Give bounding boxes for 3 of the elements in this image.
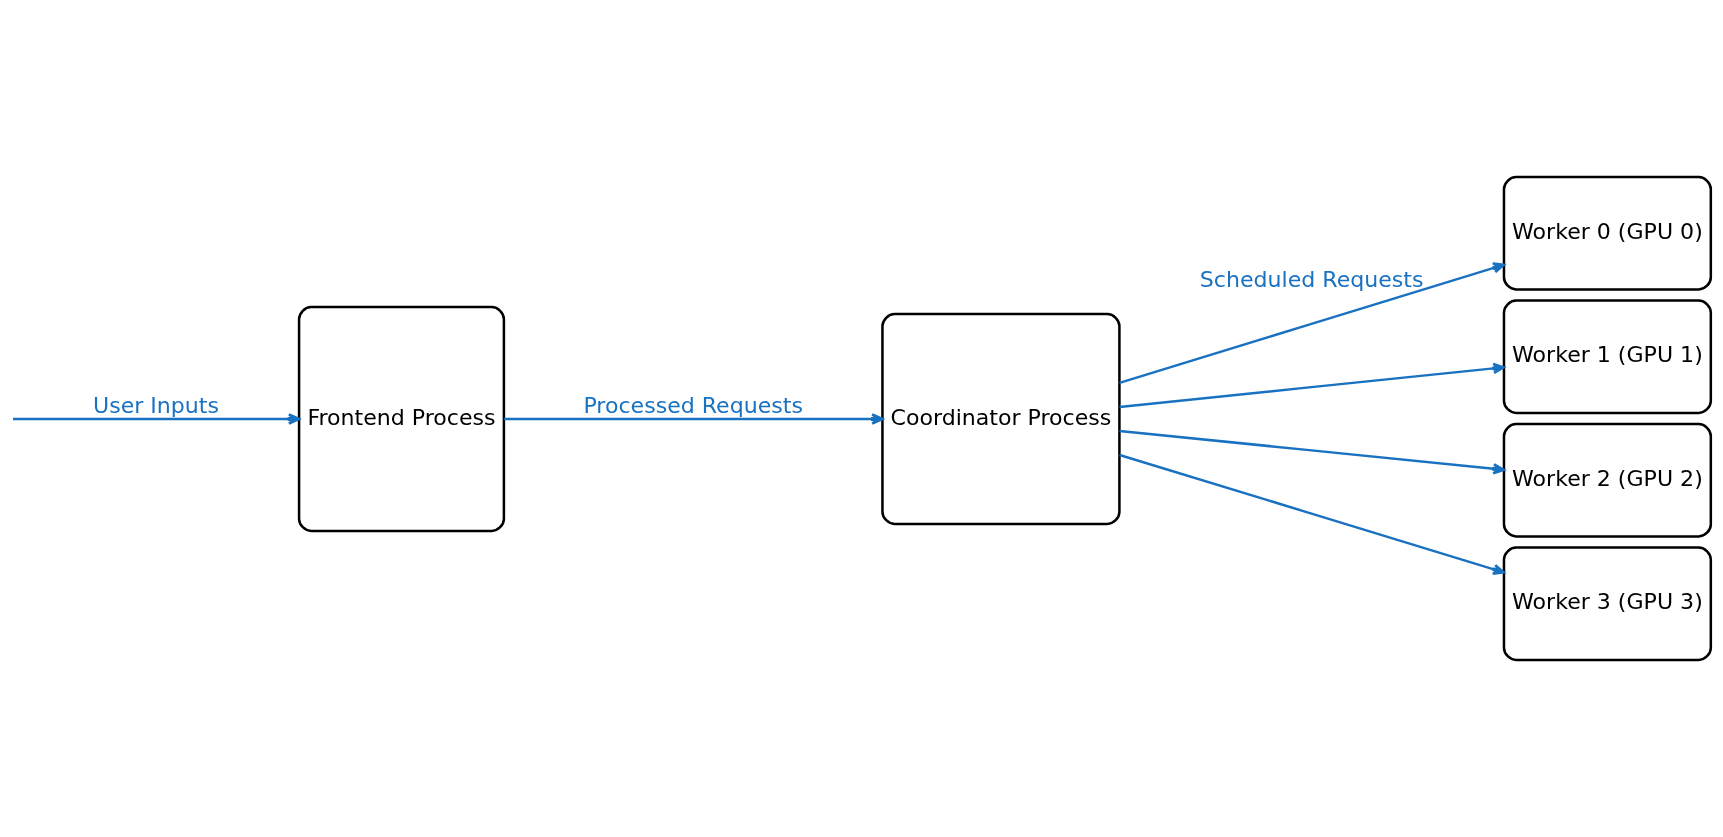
edge-label: Scheduled Requests [1199, 267, 1424, 293]
edge-label: User Inputs [92, 392, 219, 418]
edge-label: Processed Requests [583, 392, 803, 418]
